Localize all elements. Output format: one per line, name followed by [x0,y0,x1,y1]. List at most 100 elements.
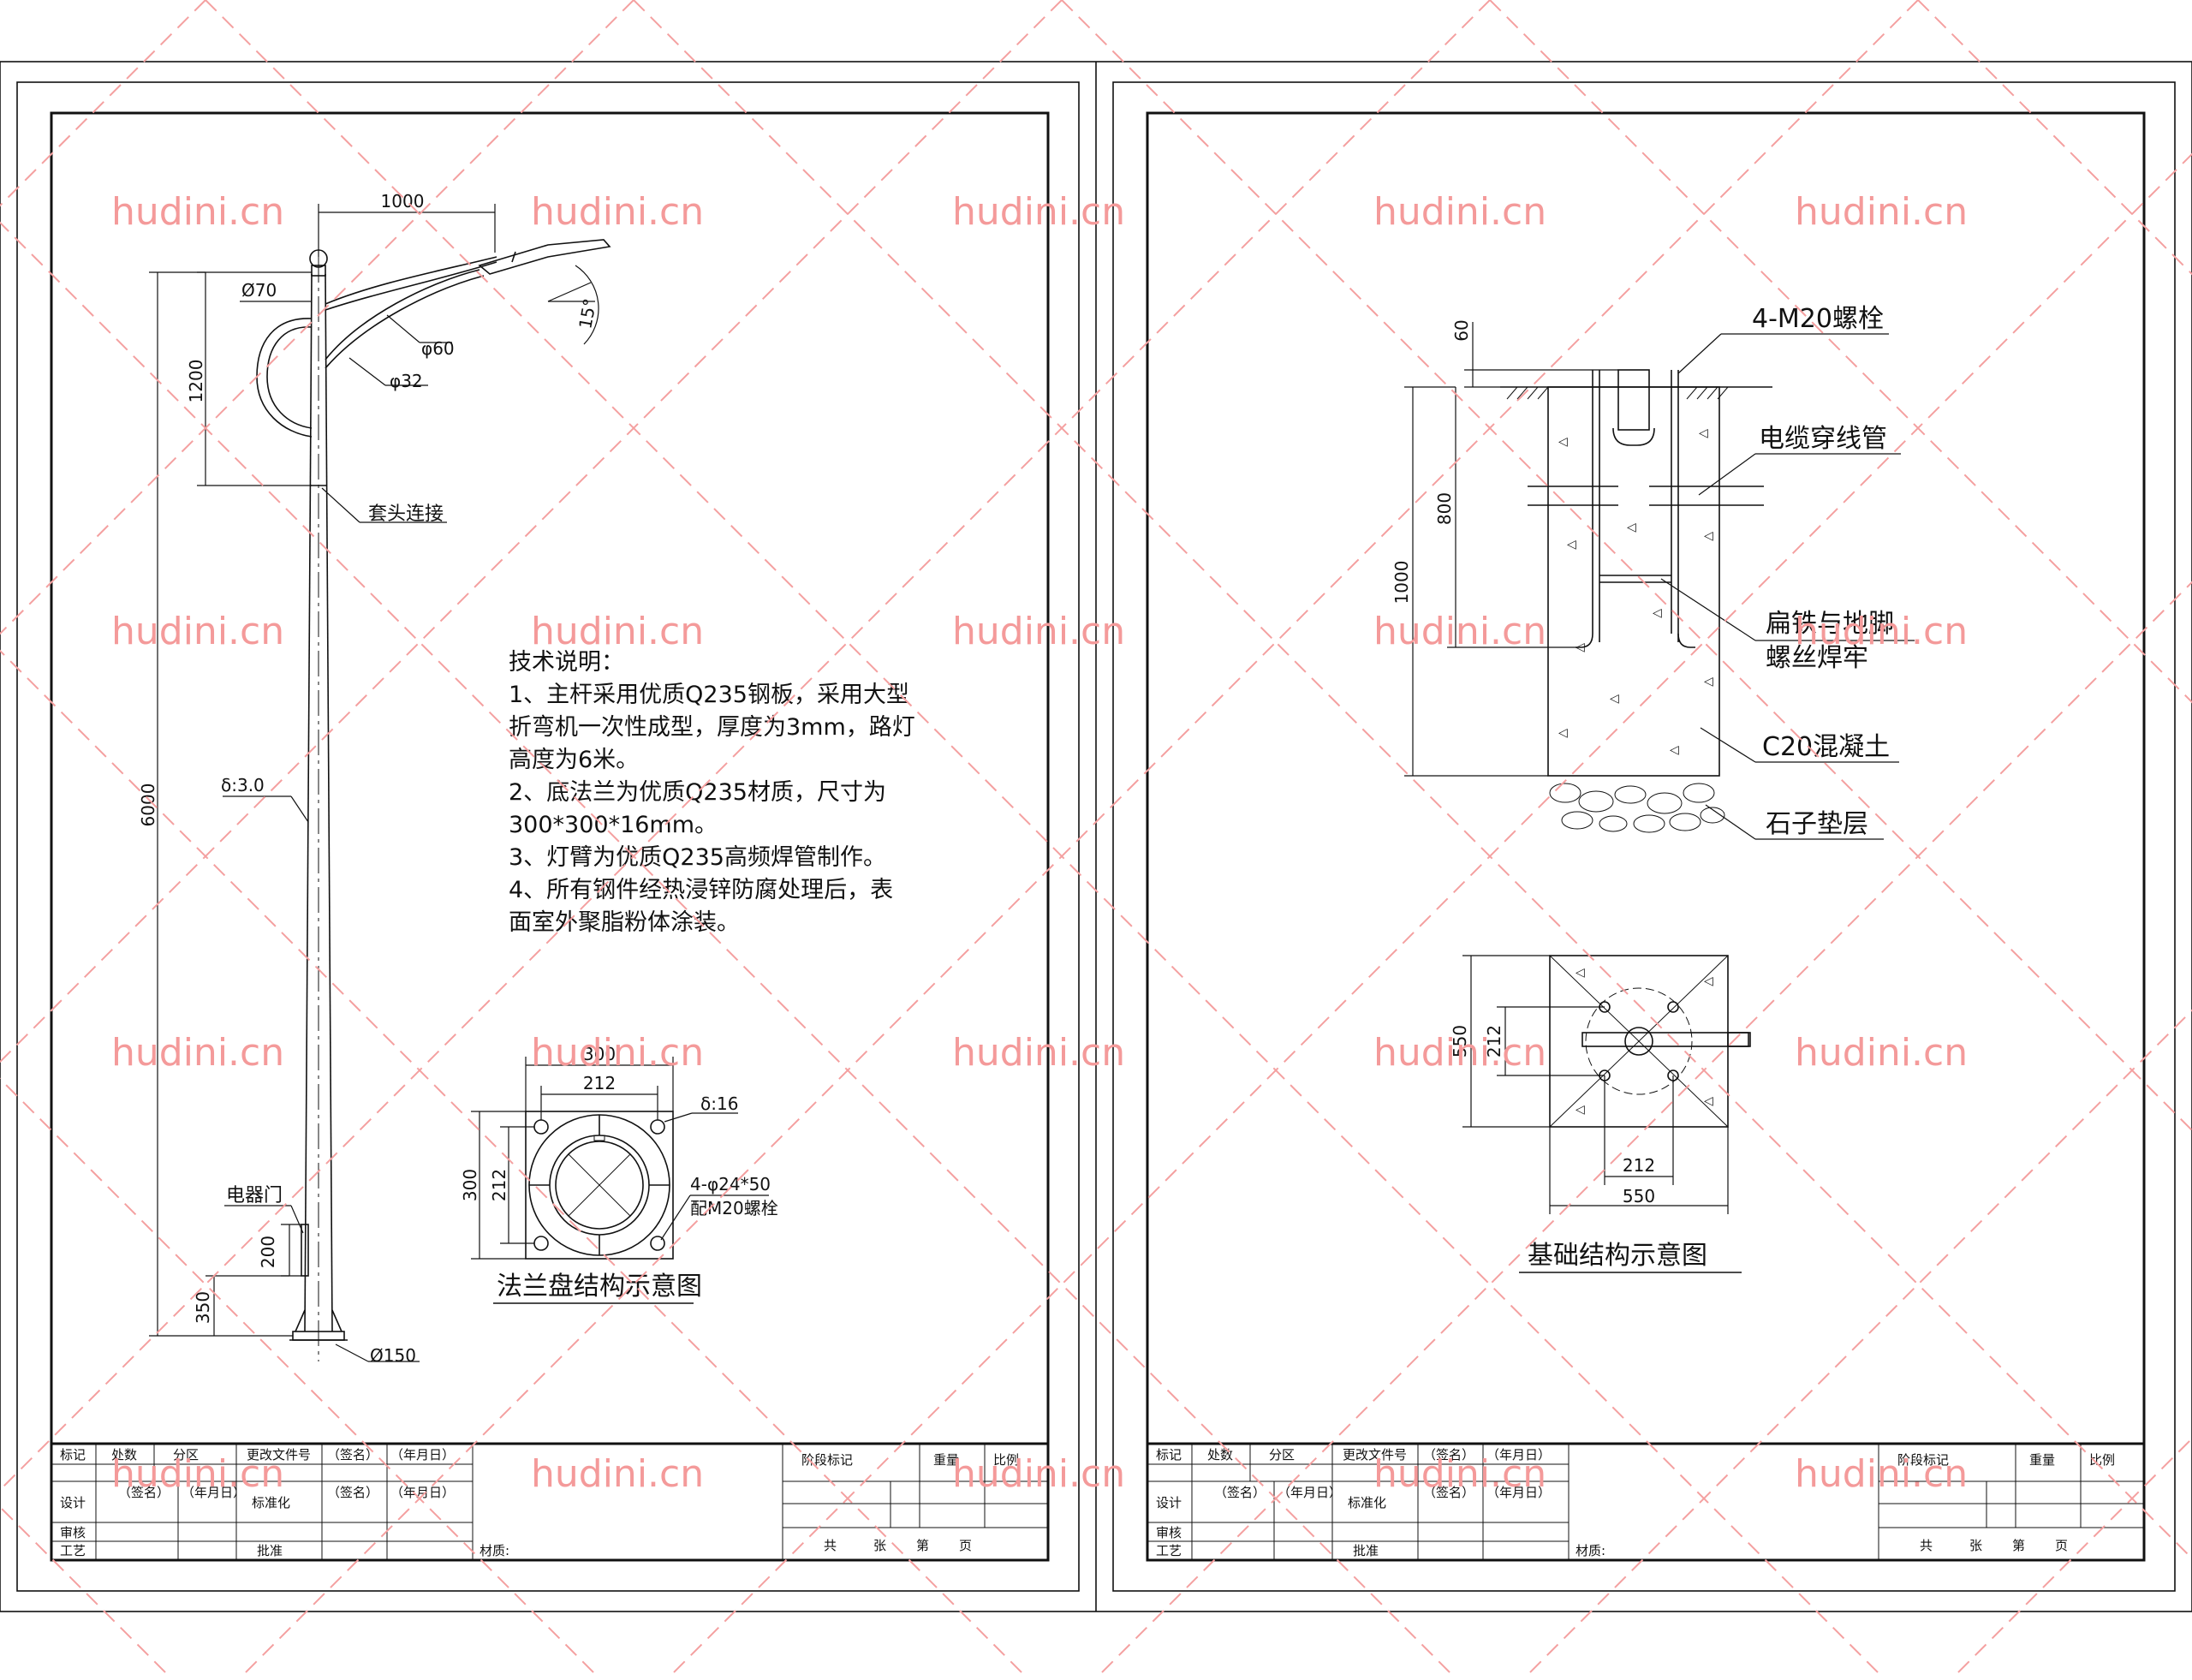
tb-design: 设计 [60,1495,86,1510]
watermark-text: hudini.cn [531,1452,704,1496]
plan-dim-212-v: 212 [1484,1025,1504,1057]
foundation-section: ◁ ◁ ◁ ◁ ◁ ◁ ◁ ◁ ◁ ◁ ◁ [1500,369,1772,833]
plan-dim-212-h: 212 [1623,1155,1655,1176]
tb-page: 页 [959,1538,972,1553]
svg-text:◁: ◁ [1704,974,1713,988]
tb-review: 审核 [1156,1525,1182,1540]
flange-dim-212-w: 212 [583,1073,616,1093]
watermark-diagonal [633,0,2192,1560]
tb-approve: 批准 [257,1543,283,1558]
svg-text:◁: ◁ [1576,966,1585,980]
tb-page: 页 [2055,1538,2068,1553]
dim-base-dia: Ø150 [370,1345,416,1366]
svg-text:◁: ◁ [1670,743,1679,757]
tb-material: 材质: [1576,1543,1605,1558]
tb-approve: 批准 [1353,1543,1379,1558]
watermark-diagonal [0,0,206,207]
tb-design: 设计 [1156,1495,1182,1510]
tb-sheet: 张 [1969,1538,1982,1553]
dim-thickness: δ:3.0 [221,775,265,795]
svg-text:◁: ◁ [1610,692,1619,706]
watermark-diagonal [0,1077,599,1677]
watermark-diagonal [0,0,1063,1063]
tb-stage: 阶段标记 [801,1452,853,1468]
tb-review: 审核 [60,1525,86,1540]
tb-no: 第 [916,1538,929,1553]
notes-line: 4、所有钢件经热浸锌防腐处理后，表 [509,877,893,903]
tb-stage: 阶段标记 [1897,1452,1949,1468]
label-electrical-door: 电器门 [226,1185,283,1206]
watermark-text: hudini.cn [1795,1031,1968,1075]
tb-sign: （签名） [1423,1485,1474,1500]
tb-sign: （签名） [327,1485,378,1500]
watermark-diagonal [1525,1009,2192,1677]
svg-text:◁: ◁ [1576,1103,1585,1117]
watermark-text: hudini.cn [952,1031,1125,1075]
label-weld-1: 扁铁与地脚 [1766,609,1894,639]
label-sleeve-joint: 套头连接 [368,503,444,525]
watermark-text: hudini.cn [1373,190,1546,234]
dim-top-dia: Ø70 [241,280,277,301]
dim-arm-length: 1000 [381,191,425,211]
watermark-text: hudini.cn [1795,1452,1968,1496]
watermark-texts: hudini.cn hudini.cn hudini.cn hudini.cn hudi… [111,190,1968,1496]
watermark-text: hudini.cn [952,190,1125,234]
dim-door-200: 200 [258,1236,278,1268]
svg-text:◁: ◁ [1704,529,1713,543]
flange-thickness: δ:16 [700,1093,738,1114]
watermark-diagonal [1953,1437,2192,1677]
watermark-diagonal [669,152,2192,1677]
watermark-text: hudini.cn [952,610,1125,653]
tb-sign: （签名） [327,1447,378,1463]
technical-notes: 技术说明： 1、主杆采用优质Q235钢板，采用大型 折弯机一次性成型，厚度为3m… [509,649,915,936]
tb-count: 处数 [1207,1447,1233,1463]
svg-text:◁: ◁ [1558,435,1568,449]
tb-mark: 标记 [1156,1447,1182,1463]
dim-base-350: 350 [193,1291,213,1324]
notes-line: 300*300*16mm。 [509,812,718,838]
flange-title: 法兰盘结构示意图 [497,1272,702,1302]
notes-line: 1、主杆采用优质Q235钢板，采用大型 [509,682,909,708]
tb-date: （年月日） [182,1485,246,1500]
watermark-text: hudini.cn [111,190,284,234]
foundation-plan: ◁ ◁ ◁ ◁ [1549,955,1751,1128]
tb-total: 共 [824,1538,837,1553]
tb-zone: 分区 [173,1447,199,1463]
notes-line: 面室外聚脂粉体涂装。 [509,909,740,936]
svg-text:◁: ◁ [1627,521,1636,534]
tb-change-doc: 更改文件号 [247,1447,311,1463]
label-cable-pipe: 电缆穿线管 [1759,424,1887,454]
flange-plan [525,1111,674,1260]
watermark-diagonal [1061,0,2192,1132]
watermark-diagonal [1489,0,2192,704]
tb-standard: 标准化 [252,1495,290,1510]
title-block-right: 标记 处数 分区 更改文件号 （签名） （年月日） 设计 （签名） （年月日） … [1146,1442,2146,1562]
tb-process: 工艺 [60,1543,86,1558]
tb-process: 工艺 [1156,1543,1182,1558]
svg-text:◁: ◁ [1704,1094,1713,1108]
found-dim-60: 60 [1451,319,1472,341]
watermark-text: hudini.cn [111,1031,284,1075]
watermark-text: hudini.cn [952,1452,1125,1496]
foundation-title: 基础结构示意图 [1528,1241,1707,1271]
watermark-text: hudini.cn [1795,190,1968,234]
watermark-text: hudini.cn [531,190,704,234]
tb-date: （年月日） [1486,1485,1551,1500]
tb-no: 第 [2012,1538,2025,1553]
found-dim-1000: 1000 [1391,561,1412,605]
watermark-text: hudini.cn [111,610,284,653]
svg-text:◁: ◁ [1558,726,1568,740]
watermark-text: hudini.cn [531,610,704,653]
tb-total: 共 [1920,1538,1933,1553]
tb-count: 处数 [111,1447,137,1463]
notes-line: 2、底法兰为优质Q235材质，尺寸为 [509,779,886,806]
svg-text:◁: ◁ [1699,426,1708,440]
tb-weight: 重量 [933,1452,959,1468]
notes-heading: 技术说明： [509,649,624,676]
tb-mark: 标记 [60,1447,86,1463]
flange-bolts: 配M20螺栓 [690,1198,778,1218]
foundation-plan-dimensions: 550 212 212 550 基础结构示意图 [1450,955,1742,1273]
label-bolts: 4-M20螺栓 [1752,304,1884,334]
